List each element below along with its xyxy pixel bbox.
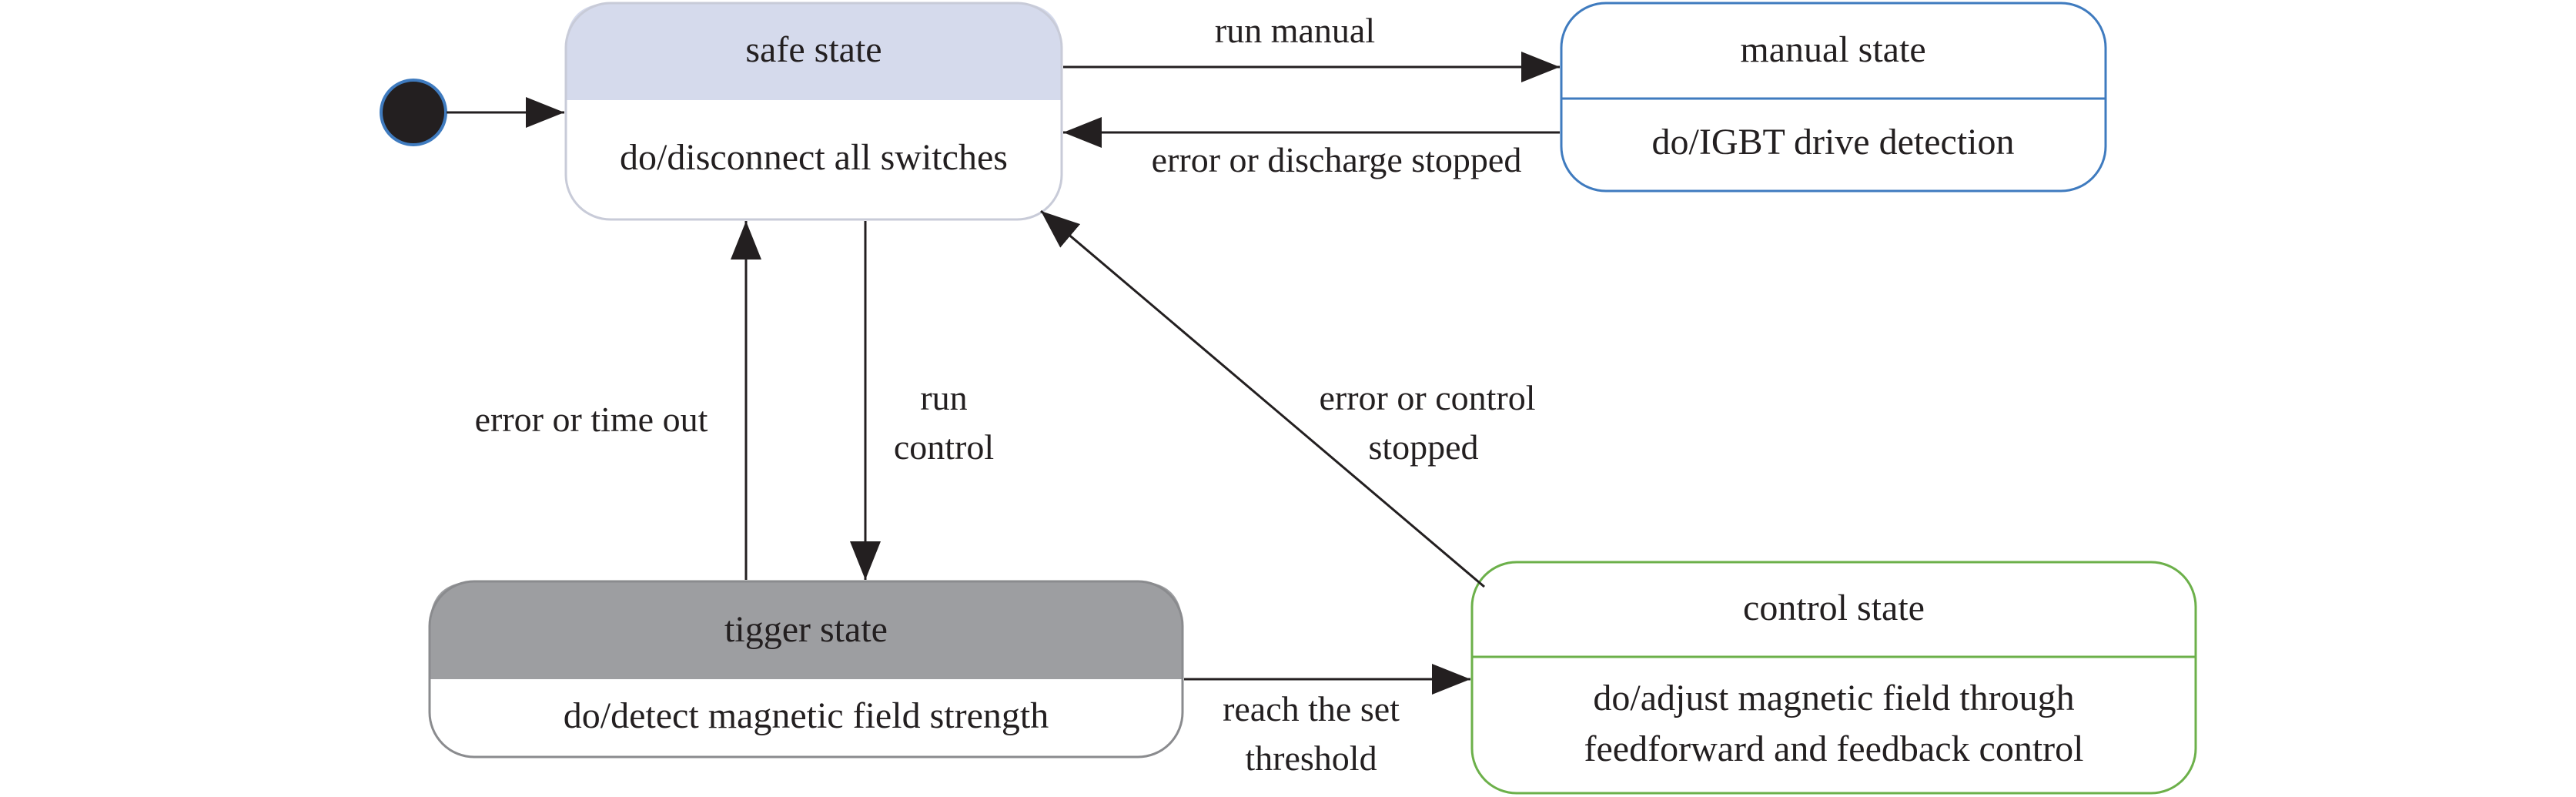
safe-state-border bbox=[564, 2, 1063, 221]
error-control-stopped-arrow bbox=[1040, 209, 1485, 588]
control-state-border bbox=[1470, 561, 2197, 795]
manual-state-title: manual state bbox=[1740, 29, 1925, 70]
reach-threshold-label-line2: threshold bbox=[1245, 738, 1377, 778]
trigger-state: tigger state do/detect magnetic field st… bbox=[428, 580, 1184, 758]
trigger-state-title: tigger state bbox=[724, 609, 888, 650]
manual-state: manual state do/IGBT drive detection bbox=[1560, 2, 2107, 193]
control-state: control state do/adjust magnetic field t… bbox=[1470, 561, 2197, 795]
safe-state-activity: do/disconnect all switches bbox=[620, 137, 1008, 178]
safe-state-header bbox=[566, 3, 1062, 100]
initial-node bbox=[380, 79, 447, 146]
error-control-stopped-label-line1: error or control bbox=[1320, 378, 1536, 417]
safe-state-title: safe state bbox=[745, 29, 882, 70]
control-state-activity-line1: do/adjust magnetic field through bbox=[1593, 678, 2074, 718]
run-control-label-line1: run bbox=[920, 378, 967, 417]
manual-state-activity: do/IGBT drive detection bbox=[1652, 122, 2015, 162]
error-discharge-label: error or discharge stopped bbox=[1152, 140, 1522, 179]
error-timeout-label: error or time out bbox=[475, 400, 708, 439]
trigger-state-activity: do/detect magnetic field strength bbox=[564, 695, 1049, 736]
run-control-label-line2: control bbox=[894, 427, 994, 467]
trigger-state-border bbox=[428, 580, 1184, 758]
control-state-activity-line2: feedforward and feedback control bbox=[1584, 728, 2084, 769]
run-manual-label: run manual bbox=[1215, 11, 1375, 50]
trigger-state-header bbox=[430, 581, 1183, 679]
reach-threshold-label-line1: reach the set bbox=[1223, 689, 1400, 728]
safe-state: safe state do/disconnect all switches bbox=[564, 2, 1063, 221]
control-state-title: control state bbox=[1743, 588, 1925, 628]
error-control-stopped-label-line2: stopped bbox=[1368, 427, 1478, 467]
manual-state-border bbox=[1560, 2, 2107, 193]
